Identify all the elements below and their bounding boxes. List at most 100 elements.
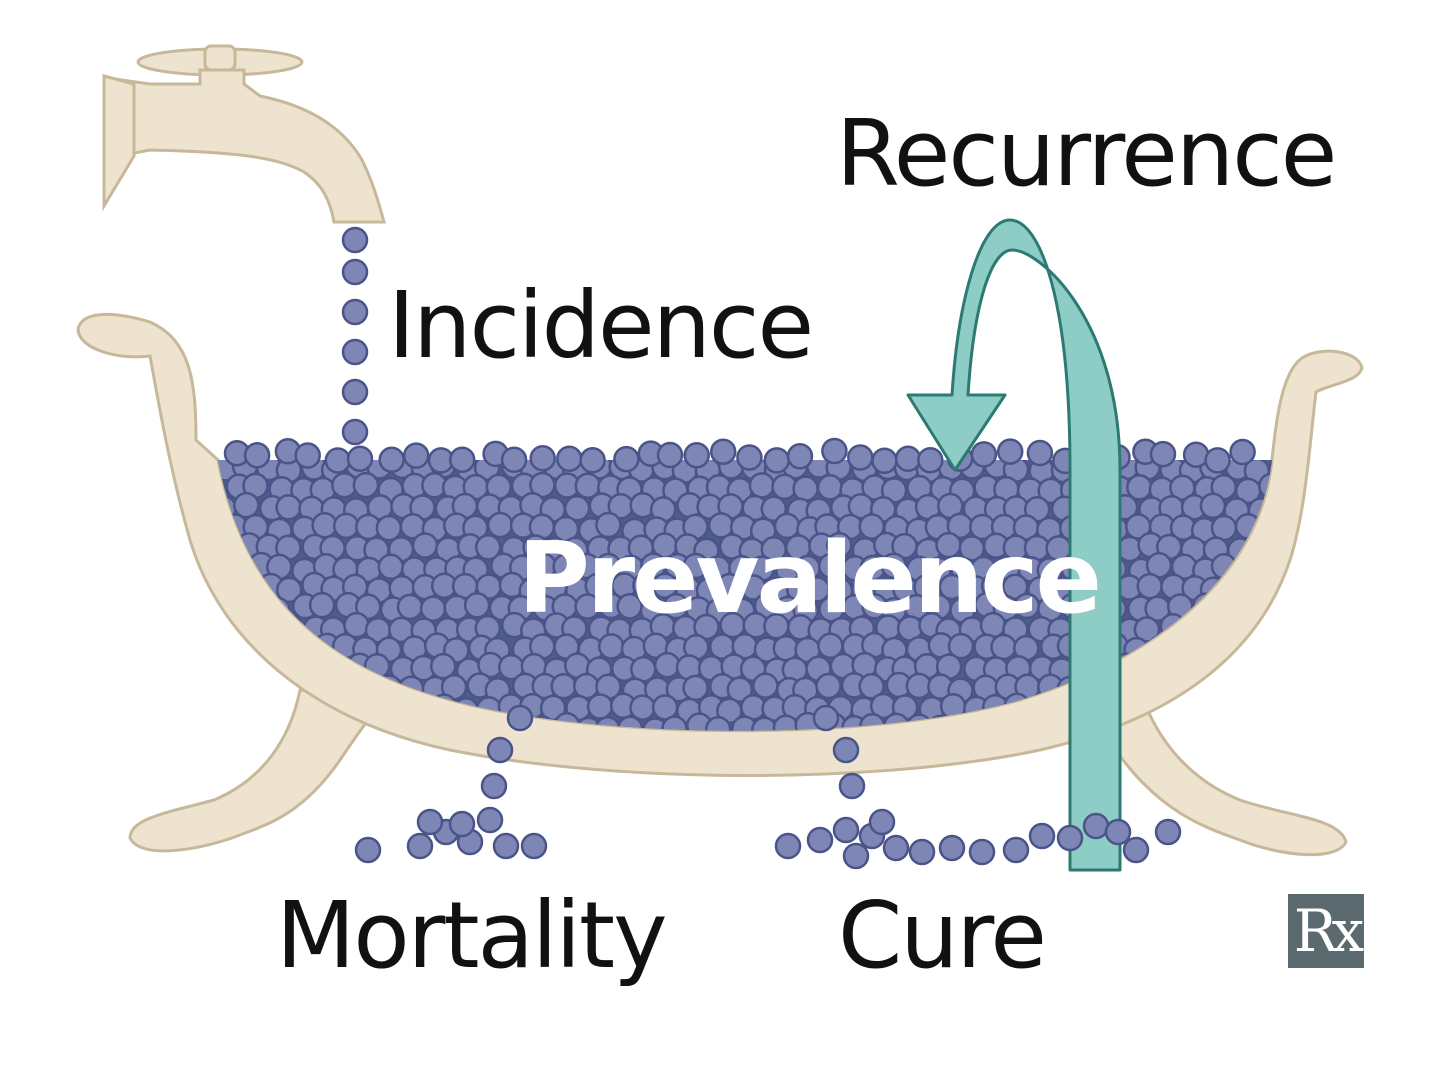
water-particle [235,655,262,682]
water-particle [213,734,237,758]
mortality-particle [486,736,514,764]
water-particle [1205,733,1229,757]
water-particle [1202,694,1230,722]
surface-particle [736,444,763,471]
incidence-stream [341,226,369,446]
water-particle [792,475,819,502]
water-particle [880,552,908,579]
water-particle [1181,693,1209,721]
water-particle [752,672,779,699]
surface-particle [996,438,1024,465]
water-particle [1289,735,1313,759]
surface-particle [847,444,874,471]
cure-particle [1002,836,1030,864]
water-particle [586,693,614,720]
cure-particle [882,834,910,862]
surface-particle [243,442,271,469]
water-particle [218,653,242,681]
incidence-particle [341,378,369,406]
water-particle [1278,599,1302,623]
water-particle [1136,572,1164,600]
water-particle [748,472,776,499]
water-particle [550,672,577,700]
water-particle [1232,674,1260,701]
tub-leg-left [128,688,387,853]
cure-particle [1122,836,1150,864]
surface-particle [448,446,476,473]
water-particle [584,572,611,600]
water-particle [1221,694,1249,721]
water-particle [1283,719,1307,743]
cure-particle [832,736,860,764]
water-particle [411,532,439,559]
cure-label: Cure [838,882,1047,989]
surface-particle [294,442,321,469]
cure-particle [868,808,896,836]
water-particle [419,595,447,622]
water-particle [629,694,656,721]
water-particle [486,511,514,539]
water-particle [1283,636,1307,660]
water-particle [275,576,303,604]
surface-particle [613,445,640,473]
water-particle [220,715,248,731]
surface-particle [871,447,898,475]
mortality-particle [406,832,434,860]
mortality-particle [492,832,520,860]
water-particle [275,494,302,521]
cure-particle [842,842,870,870]
water-particle [1259,712,1272,731]
water-particle [1245,656,1272,683]
recurrence-label: Recurrence [836,100,1337,207]
water-particle [1213,715,1240,731]
surface-particle [556,445,583,473]
water-particle [259,693,286,721]
mortality-particle [448,810,476,838]
surface-particle [709,438,737,465]
water-particle [1246,693,1272,721]
incidence-particle [341,226,369,254]
water-particle [990,633,1017,661]
water-particle [231,691,259,719]
surface-particle [402,442,430,469]
mortality-particle [476,806,504,834]
surface-particle [579,447,606,474]
cure-particle [806,826,834,854]
mortality-particle [354,836,382,864]
surface-particle [500,446,528,474]
water-particle [1270,736,1294,760]
water-particle [233,491,260,519]
mortality-label: Mortality [276,882,668,989]
water-particle [368,736,392,760]
water-particle [1292,618,1316,642]
surface-particle [917,446,944,474]
surface-particle [763,447,791,474]
surface-particle [1026,439,1054,467]
cure-particle [774,832,802,860]
cure-particle [1104,818,1132,846]
water-particle [1212,673,1240,701]
surface-particle [1149,440,1177,468]
surface-particle [1204,447,1231,474]
surface-particle [656,441,684,469]
surface-particle [683,442,710,469]
mortality-particle [480,772,508,800]
water-particle [1291,695,1315,719]
water-particle [815,672,842,700]
water-particle [1290,657,1314,681]
water-particle [1254,671,1272,699]
incidence-particle [341,338,369,366]
water-particle [1258,633,1272,660]
water-particle [597,633,625,660]
water-particle [1237,714,1265,731]
water-particle [1225,736,1249,760]
water-particle [1133,616,1161,643]
surface-particle [1229,438,1256,466]
water-particle [1179,733,1203,757]
water-particle [1199,492,1227,520]
incidence-particle [341,298,369,326]
water-particle [1267,611,1272,639]
water-particle [429,652,457,680]
surface-particle [378,446,405,474]
recurrence-arrow [906,218,1122,872]
